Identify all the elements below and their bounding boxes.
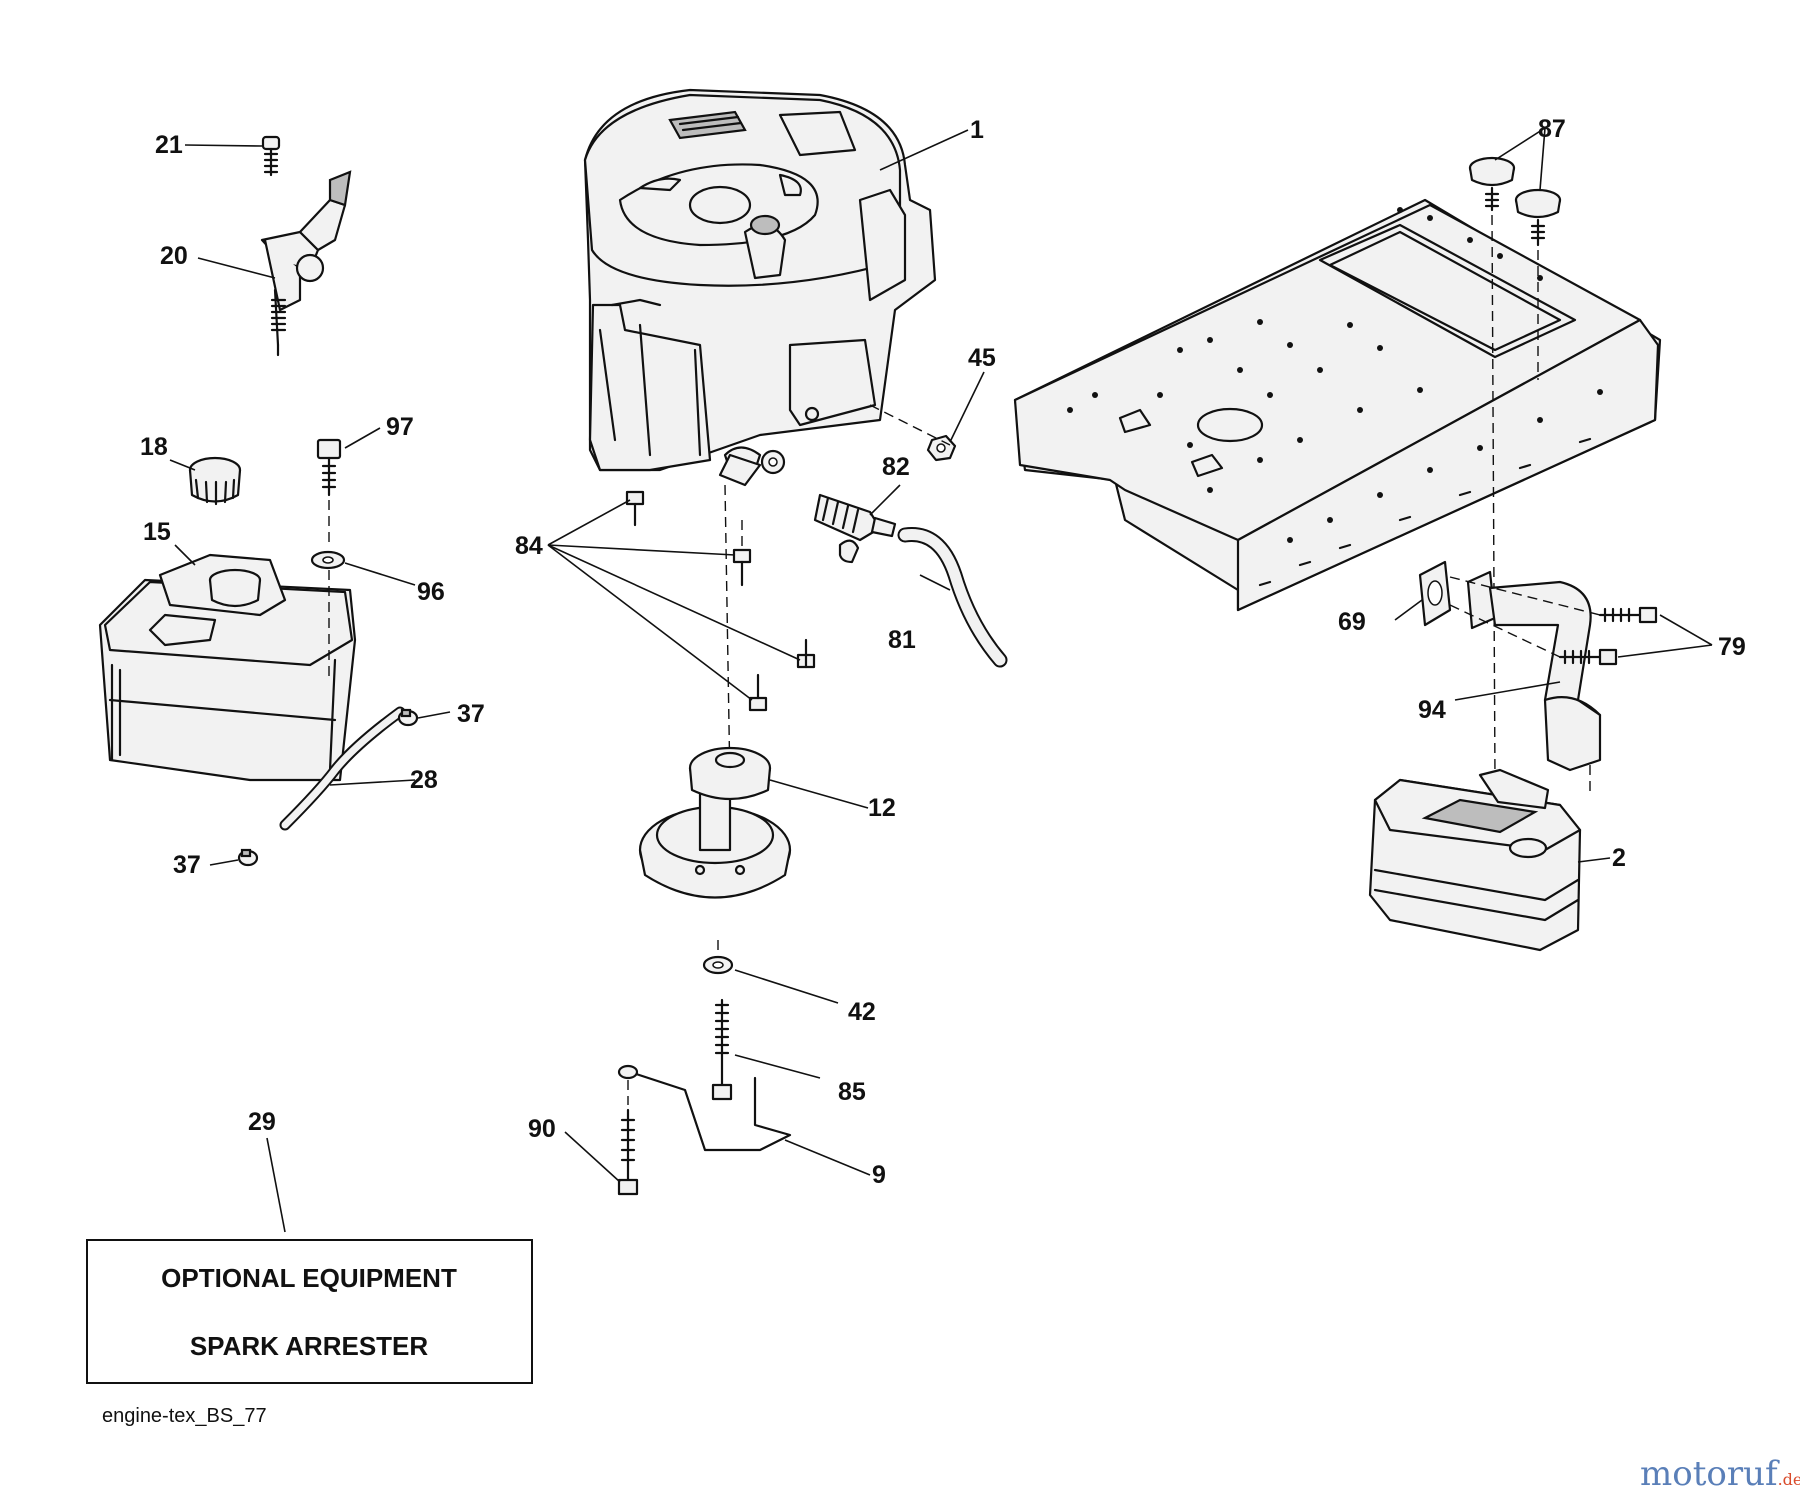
fuel-filter bbox=[813, 493, 897, 564]
bolt-84-a bbox=[625, 490, 645, 527]
fuel-tank bbox=[98, 553, 357, 782]
engine bbox=[583, 88, 937, 487]
callout-94: 94 bbox=[1418, 696, 1446, 724]
callout-42: 42 bbox=[848, 998, 876, 1026]
watermark: motoruf.de bbox=[1640, 1454, 1800, 1494]
clamp-37-upper bbox=[397, 708, 419, 727]
callout-90: 90 bbox=[528, 1115, 556, 1143]
bolt-84-c bbox=[796, 638, 816, 669]
bolt-79-b bbox=[1558, 648, 1618, 666]
callout-9: 9 bbox=[872, 1161, 886, 1189]
optional-equipment-box: OPTIONAL EQUIPMENT SPARK ARRESTER bbox=[86, 1239, 533, 1384]
spark-arrester-label: SPARK ARRESTER bbox=[190, 1331, 429, 1361]
callout-87: 87 bbox=[1538, 115, 1566, 143]
frame-plate bbox=[1013, 198, 1662, 612]
callout-29: 29 bbox=[248, 1108, 276, 1136]
svg-text:motoruf.de: motoruf.de bbox=[1640, 1454, 1800, 1494]
optional-equipment-label: OPTIONAL EQUIPMENT bbox=[161, 1263, 457, 1293]
callout-85: 85 bbox=[838, 1078, 866, 1106]
callout-79: 79 bbox=[1718, 633, 1746, 661]
callout-21: 21 bbox=[155, 131, 183, 159]
callout-82: 82 bbox=[882, 453, 910, 481]
callout-1: 1 bbox=[970, 116, 984, 144]
bolt-90 bbox=[617, 1108, 639, 1196]
callout-20: 20 bbox=[160, 242, 188, 270]
frame-holes bbox=[1067, 207, 1603, 543]
callouts: 1 2 9 12 15 18 20 21 28 29 37 37 42 45 6… bbox=[140, 115, 1746, 1189]
leader-lines bbox=[169, 127, 1713, 1233]
diagram-reference: engine-tex_BS_77 bbox=[102, 1405, 267, 1427]
knob-bolt-87-b bbox=[1514, 188, 1562, 247]
watermark-suffix: .de bbox=[1778, 1470, 1800, 1489]
callout-69: 69 bbox=[1338, 608, 1366, 636]
screw-21 bbox=[261, 135, 281, 177]
bolt-97 bbox=[316, 438, 342, 497]
fuel-hose bbox=[897, 527, 1008, 668]
callout-96: 96 bbox=[417, 578, 445, 606]
bolt-79-a bbox=[1598, 606, 1658, 624]
gasket-69 bbox=[1418, 560, 1452, 627]
bolt-84-d bbox=[748, 673, 768, 712]
callout-97: 97 bbox=[386, 413, 414, 441]
fuel-cap bbox=[188, 456, 242, 506]
callout-37-upper: 37 bbox=[457, 700, 485, 728]
muffler bbox=[1368, 768, 1582, 952]
callout-37-lower: 37 bbox=[173, 851, 201, 879]
callout-18: 18 bbox=[140, 433, 168, 461]
watermark-brand: motoruf bbox=[1640, 1454, 1780, 1494]
fuel-line bbox=[279, 706, 406, 831]
callout-28: 28 bbox=[410, 766, 438, 794]
pulley bbox=[638, 746, 792, 899]
washer-96 bbox=[310, 550, 346, 570]
clamp-37-lower bbox=[237, 848, 259, 867]
callout-81: 81 bbox=[888, 626, 916, 654]
bolt-84-b bbox=[732, 548, 752, 587]
washer-42 bbox=[702, 955, 734, 975]
callout-2: 2 bbox=[1612, 844, 1626, 872]
callout-45: 45 bbox=[968, 344, 996, 372]
bolt-85 bbox=[711, 998, 733, 1101]
callout-84: 84 bbox=[515, 532, 543, 560]
exhaust-pipe bbox=[1466, 570, 1602, 772]
callout-15: 15 bbox=[143, 518, 171, 546]
callout-12: 12 bbox=[868, 794, 896, 822]
throttle-control bbox=[260, 170, 352, 357]
bracket-9 bbox=[617, 1064, 792, 1152]
nut-45 bbox=[926, 434, 957, 462]
knob-bolt-87-a bbox=[1468, 156, 1516, 212]
